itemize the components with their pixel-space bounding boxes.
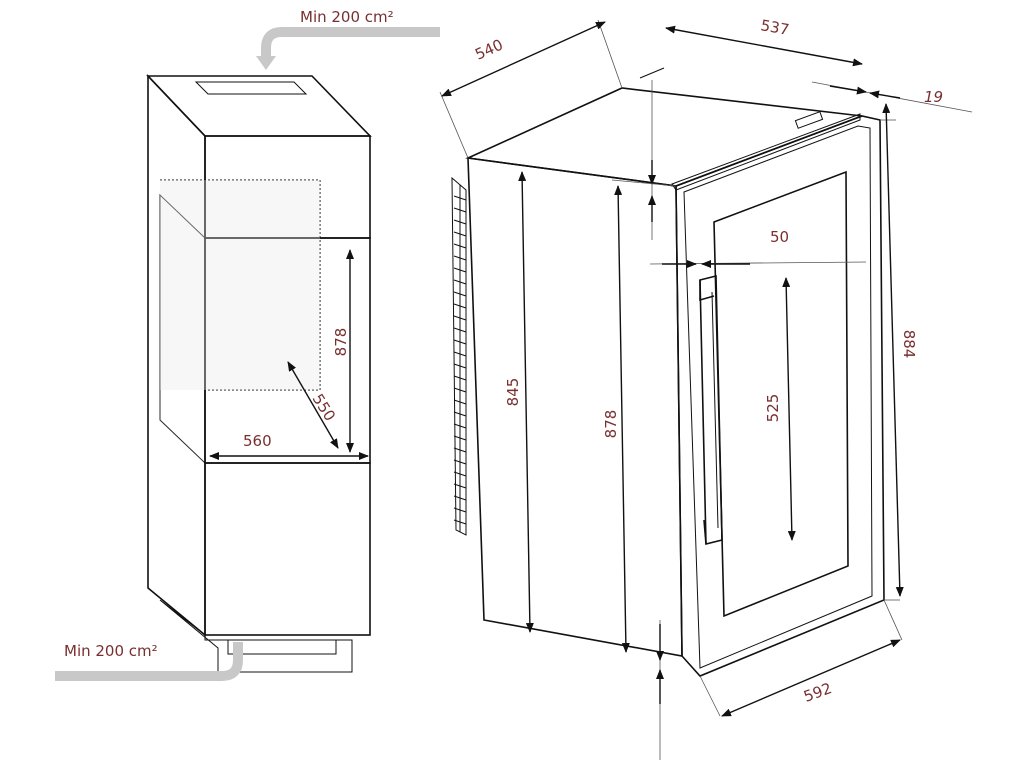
total-height-label: 884 xyxy=(900,330,918,359)
depth-top-dimension xyxy=(665,25,863,67)
appliance-side-panel xyxy=(467,157,683,657)
depth-side-label: 540 xyxy=(472,36,505,64)
handle-offset-label: 50 xyxy=(770,228,789,246)
condenser-grille xyxy=(451,176,467,536)
grille-rung xyxy=(453,303,467,309)
grille-rung xyxy=(453,195,467,201)
handle-length-dimension xyxy=(782,277,796,541)
cabinet-plinth xyxy=(159,599,353,673)
grille-rung xyxy=(453,507,467,513)
depth-top-label: 537 xyxy=(759,16,790,39)
door-thickness-dimension xyxy=(869,90,901,99)
grille-rung xyxy=(453,279,467,285)
grille-rung xyxy=(453,471,467,477)
airflow-bottom-label: Min 200 cm² xyxy=(64,642,158,660)
grille-rung xyxy=(453,459,467,465)
grille-rung xyxy=(453,207,467,213)
grille-rung xyxy=(453,315,467,321)
appliance-top xyxy=(465,87,863,187)
niche-width-label: 560 xyxy=(243,432,272,450)
appliance-diagram: 540 537 19 50 845 878 525 884 xyxy=(439,16,973,760)
grille-rung xyxy=(453,375,467,381)
door-thickness-label: 19 xyxy=(924,88,943,106)
niche-height-label: 878 xyxy=(332,328,350,357)
grille-rung xyxy=(453,291,467,297)
grille-rung xyxy=(453,387,467,393)
grille-rung xyxy=(453,435,467,441)
width-label: 592 xyxy=(801,679,834,706)
grille-rung xyxy=(453,447,467,453)
handle-length-label: 525 xyxy=(764,394,782,423)
body-height-dimension xyxy=(518,171,534,633)
niche-depth-dimension xyxy=(287,361,339,449)
cabinet-top xyxy=(146,75,372,137)
door-handle xyxy=(699,274,723,546)
width-dimension xyxy=(721,639,901,717)
depth-side-dimension xyxy=(441,21,606,97)
grille-rung xyxy=(453,351,467,357)
grille-rung xyxy=(453,423,467,429)
airflow-out-arrow xyxy=(55,642,243,681)
niche-depth-label: 550 xyxy=(309,391,339,425)
front-height-dimension xyxy=(614,185,630,653)
grille-rung xyxy=(453,243,467,249)
grille-rung xyxy=(453,327,467,333)
grille-rung xyxy=(453,231,467,237)
grille-rung xyxy=(453,339,467,345)
bottom-vent-opening xyxy=(227,639,337,655)
grille-rung xyxy=(453,219,467,225)
grille-rung xyxy=(453,483,467,489)
grille-rung xyxy=(453,267,467,273)
total-height-dimension xyxy=(882,103,904,597)
cabinet-bottom-front-panel xyxy=(204,462,371,636)
grille-rung xyxy=(453,519,467,525)
front-height-label: 878 xyxy=(602,410,620,439)
grille-rung xyxy=(453,363,467,369)
cabinet-diagram: Min 200 cm² Min 200 cm² 878 560 550 xyxy=(55,8,440,681)
grille-rung xyxy=(453,495,467,501)
grille-rung xyxy=(453,255,467,261)
grille-rung xyxy=(453,399,467,405)
body-height-label: 845 xyxy=(504,378,522,407)
grille-rung xyxy=(453,411,467,417)
airflow-in-arrow xyxy=(261,27,440,58)
top-vent-opening xyxy=(194,81,308,95)
airflow-top-label: Min 200 cm² xyxy=(300,8,394,26)
